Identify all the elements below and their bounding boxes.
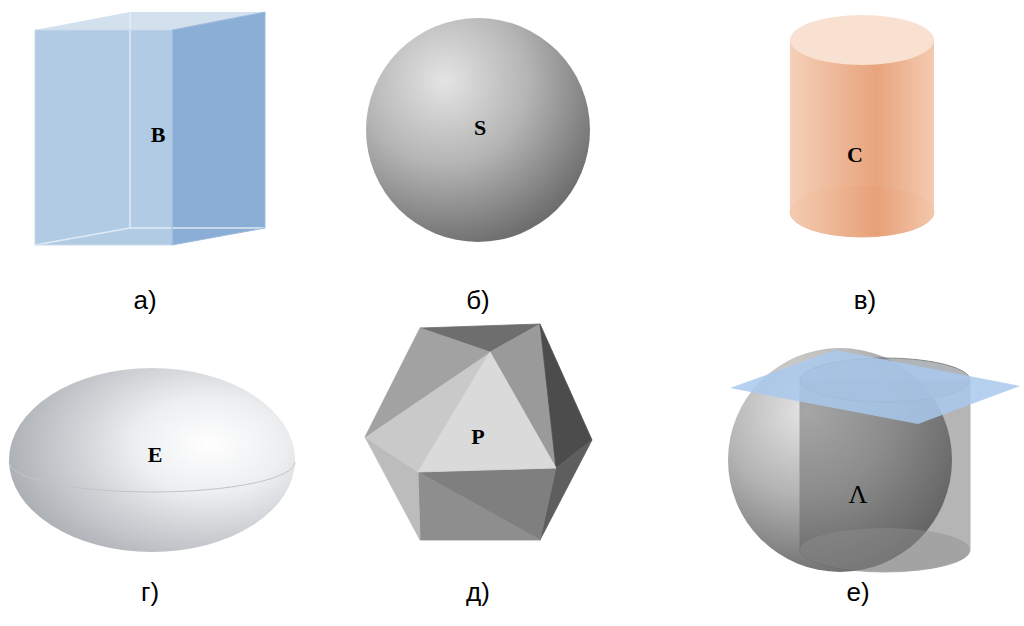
figure-caption: г) — [141, 579, 159, 605]
cylinder-top — [790, 15, 934, 65]
caption-holder: б) — [466, 287, 490, 313]
letter-holder: Λ — [849, 482, 868, 508]
shape-drawing — [9, 368, 295, 552]
letter-holder: S — [474, 117, 486, 139]
figure-caption: в) — [854, 287, 876, 313]
letter-holder: C — [847, 144, 863, 166]
shape-drawing — [366, 18, 590, 242]
letter-holder: E — [148, 444, 163, 466]
shape-letter: C — [847, 144, 863, 166]
caption-holder: а) — [133, 287, 156, 313]
shape-figure: P — [360, 318, 597, 546]
figure-caption: е) — [846, 579, 869, 605]
icosahedron-face — [418, 468, 556, 540]
cube-edge — [35, 30, 172, 245]
shape-illustration — [30, 5, 270, 250]
cylinder-body — [790, 40, 934, 237]
shape-letter: Λ — [849, 482, 868, 508]
caption-holder: г) — [141, 579, 159, 605]
cube-hidden-edge — [130, 227, 265, 229]
shape-letter: S — [474, 117, 486, 139]
icosahedron-face — [418, 472, 540, 540]
shape-drawing — [365, 324, 592, 540]
figure-caption: д) — [466, 579, 490, 605]
shape-drawing — [728, 348, 1020, 572]
cutting-plane — [730, 350, 1020, 424]
cube-side-face — [172, 12, 265, 245]
shape-figure: S — [364, 16, 592, 244]
shape-letter: B — [151, 124, 166, 146]
sphere-body — [366, 18, 590, 242]
cube-top-face — [35, 12, 265, 30]
shape-illustration — [785, 10, 940, 242]
caption-holder: д) — [466, 579, 490, 605]
cube-hidden-edge — [35, 228, 130, 245]
shape-figure: Λ — [725, 340, 1022, 577]
shape-figure: B — [30, 5, 270, 250]
shape-illustration — [725, 340, 1022, 577]
caption-holder: е) — [846, 579, 869, 605]
cube-edge — [172, 12, 265, 245]
cube-hidden-edge — [129, 12, 131, 228]
shape-drawing — [35, 12, 265, 245]
caption-holder: в) — [854, 287, 876, 313]
ellipsoid-body — [9, 368, 295, 552]
shape-figure: C — [785, 10, 940, 242]
letter-holder: B — [151, 124, 166, 146]
shape-letter: E — [148, 444, 163, 466]
letter-holder: P — [471, 426, 484, 448]
figure-caption: б) — [466, 287, 490, 313]
figure-caption: а) — [133, 287, 156, 313]
ellipsoid-equator — [9, 462, 295, 492]
shape-letter: P — [471, 426, 484, 448]
cube-front-face — [35, 30, 172, 245]
shape-drawing — [790, 15, 934, 237]
icosahedron-face — [418, 352, 556, 472]
shape-figure: E — [5, 363, 300, 553]
